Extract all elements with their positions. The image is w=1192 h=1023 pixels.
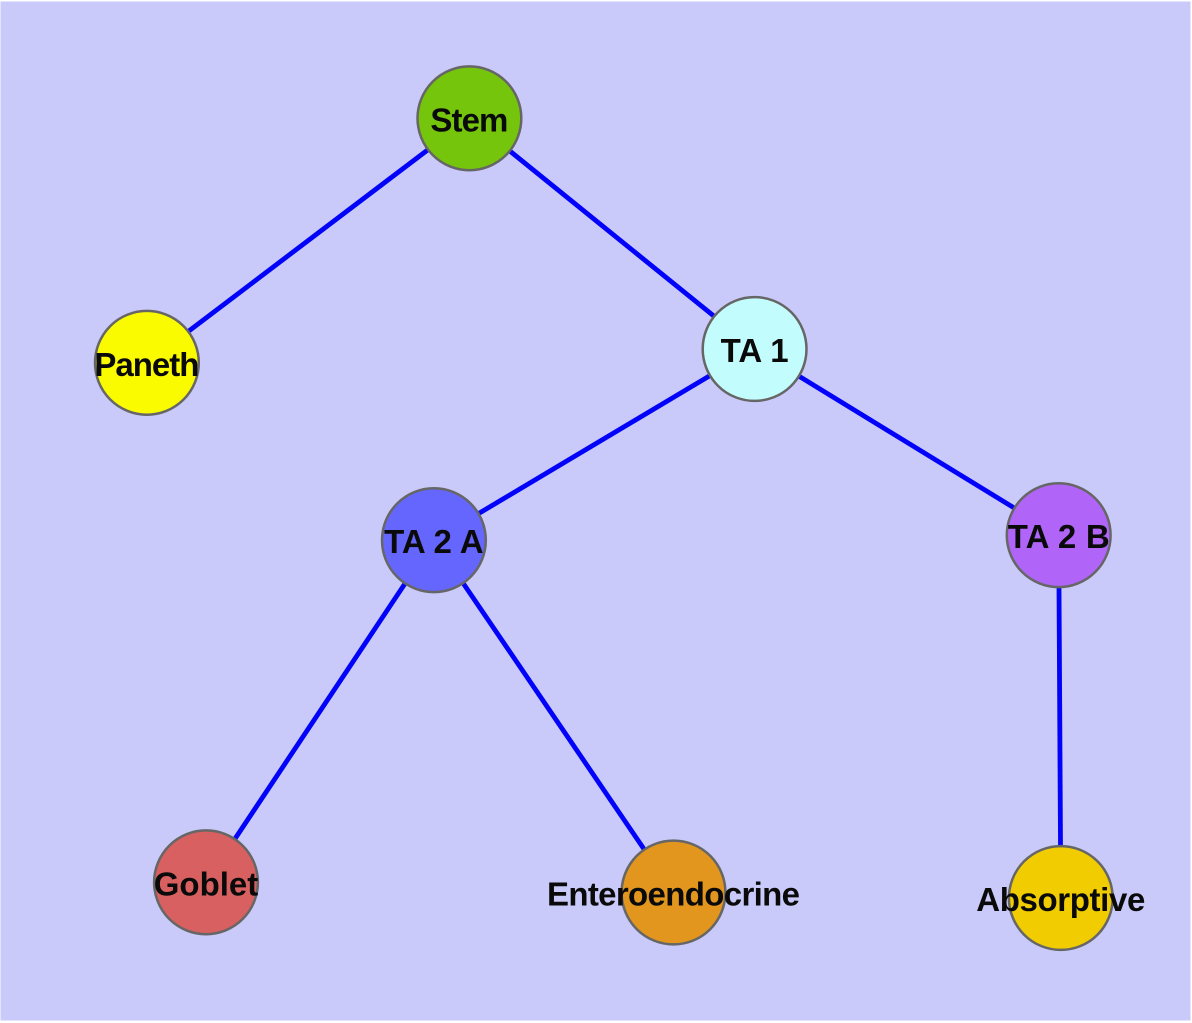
edge-ta2b-absorptive (1056, 535, 1064, 899)
node-paneth (93, 309, 201, 416)
node-absorptive (1007, 844, 1114, 952)
node-ta1 (701, 295, 808, 403)
node-stem (416, 65, 523, 172)
node-ta2a (380, 487, 488, 594)
edge-ta1-ta2a (432, 346, 756, 543)
node-goblet (152, 829, 260, 936)
node-enteroendocrine (620, 839, 727, 946)
node-label-ta1: TA 1 (721, 332, 789, 369)
node-label-ta2a: TA 2 A (384, 523, 484, 560)
node-label-paneth: Paneth (94, 346, 199, 383)
node-label-goblet: Goblet (154, 865, 259, 902)
edge-ta2a-enteroendocrine (431, 538, 676, 894)
edge-stem-ta1 (467, 116, 757, 351)
edges-layer (145, 116, 1064, 899)
node-ta2b (1005, 482, 1112, 589)
edge-ta2a-goblet (204, 538, 436, 884)
node-label-enteroendocrine: Enteroendocrine (547, 876, 800, 913)
nodes-layer (93, 65, 1114, 952)
node-label-stem: Stem (430, 101, 508, 138)
edge-ta1-ta2b (753, 346, 1060, 538)
node-label-absorptive: Absorptive (976, 881, 1145, 918)
node-label-ta2b: TA 2 B (1008, 518, 1110, 555)
edge-stem-paneth (145, 116, 471, 365)
